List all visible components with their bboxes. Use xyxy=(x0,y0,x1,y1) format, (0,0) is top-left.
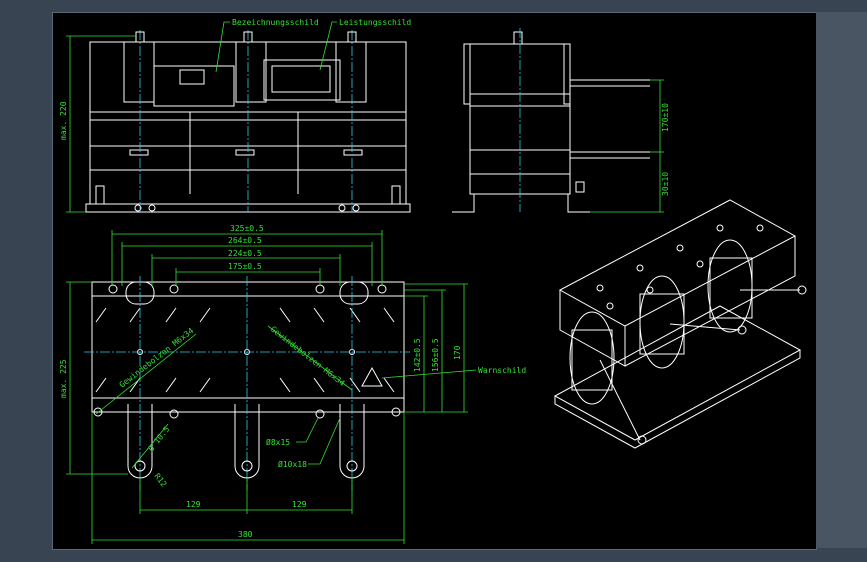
dim-129-right: 129 xyxy=(292,500,307,509)
rating-plate-label: Leistungsschild xyxy=(339,18,411,27)
dim-224: 224±0.5 xyxy=(228,249,262,258)
dim-10-5: Ø 10.5 xyxy=(146,424,172,453)
max-height-label: max. 220 xyxy=(59,101,68,140)
dim-30-tol: 30±10 xyxy=(661,172,670,196)
dim-142: 142±0.5 xyxy=(413,338,422,372)
hole-8x15-label: Ø8x15 xyxy=(266,437,290,447)
warning-sign-label: Warnschild xyxy=(478,366,526,375)
nameplate-box xyxy=(179,69,205,85)
dim-170-tol: 170±10 xyxy=(661,103,670,132)
window-edge xyxy=(816,12,867,548)
front-view: max. 220 Bezeichnungsschild Leistungssch… xyxy=(59,18,411,213)
max-width-label: max. 225 xyxy=(59,359,68,398)
dim-325: 325±0.5 xyxy=(230,224,264,233)
dim-175: 175±0.5 xyxy=(228,262,262,271)
dim-r12: R12 xyxy=(152,472,168,489)
dim-156: 156±0.5 xyxy=(431,338,440,372)
rating-plate-box xyxy=(271,65,331,93)
side-view: 170±10 30±10 xyxy=(452,28,670,213)
dim-264: 264±0.5 xyxy=(228,236,262,245)
bolt-label-1: Gewindebolzen M6x34 xyxy=(118,326,196,390)
top-view: 325±0.5 264±0.5 224±0.5 175±0.5 max. 225… xyxy=(59,224,526,544)
dim-170: 170 xyxy=(453,345,462,360)
dim-380: 380 xyxy=(238,530,253,539)
drawing-canvas xyxy=(52,12,817,550)
hole-10x18-label: Ø10x18 xyxy=(278,459,307,469)
isometric-view xyxy=(553,199,807,449)
nameplate-label: Bezeichnungsschild xyxy=(232,18,319,27)
dim-129-left: 129 xyxy=(186,500,201,509)
